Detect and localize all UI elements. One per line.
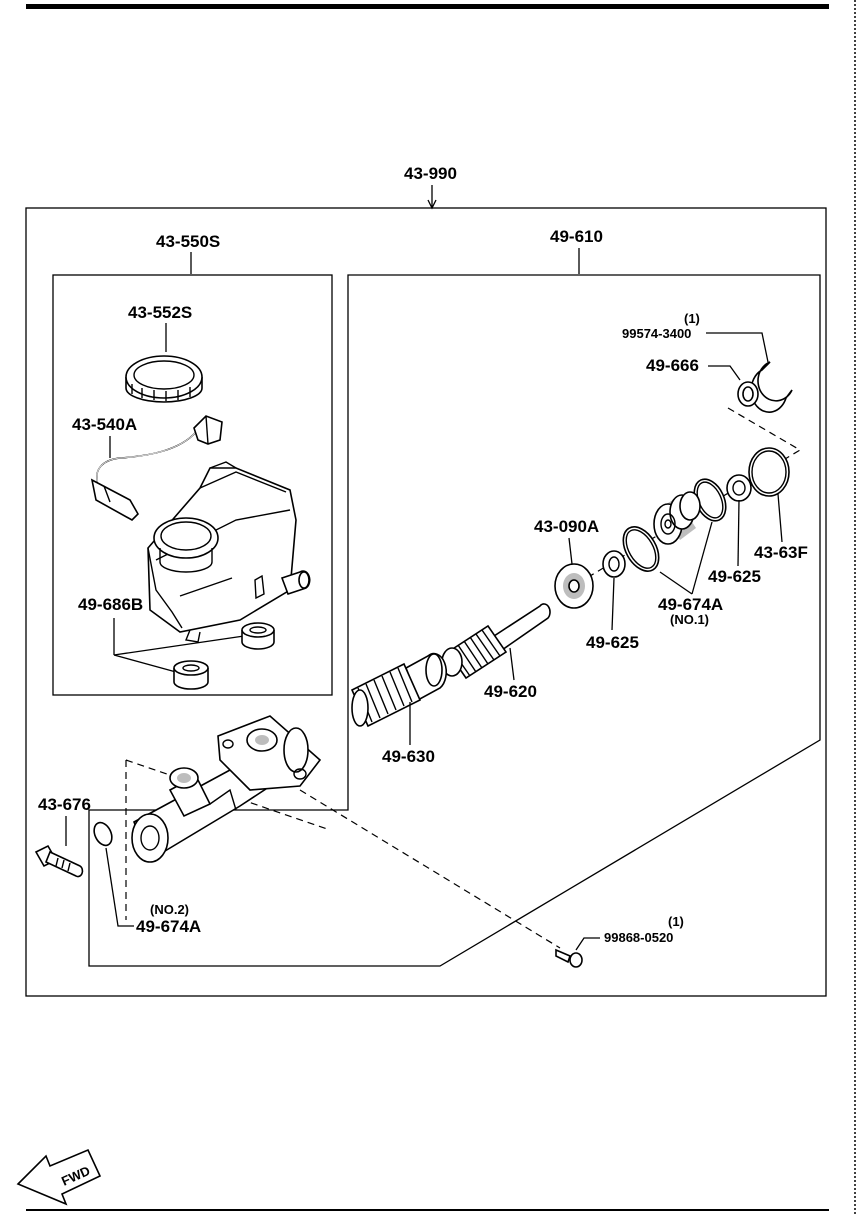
screw-label: 99868-0520 — [604, 930, 673, 945]
large-o-ring-leader — [777, 493, 783, 543]
seal-leader-b — [691, 521, 713, 595]
large-o-ring — [748, 447, 790, 497]
washer-leader — [708, 365, 741, 381]
seal-lower — [622, 526, 660, 572]
grommet-lower — [173, 660, 209, 690]
cup-left-leader — [611, 577, 615, 631]
bolt — [34, 844, 84, 878]
grommet-upper — [241, 622, 275, 650]
washer — [737, 381, 759, 407]
reservoir-frame — [52, 274, 333, 696]
lower-seal-note: (NO.2) — [150, 902, 189, 917]
cup-left — [602, 550, 626, 578]
lower-seal-label: 49-674A — [136, 917, 201, 936]
top-rule — [26, 4, 829, 9]
secondary-cup-stack — [653, 491, 701, 545]
grommet-leader-a — [113, 635, 245, 656]
screw-qty: (1) — [668, 914, 684, 929]
snap-ring-leader — [706, 332, 769, 363]
reservoir-assembly-label: 43-550S — [156, 232, 220, 251]
cup-right-label: 49-625 — [708, 567, 761, 586]
snap-ring — [750, 361, 793, 413]
primary-piston-leader — [509, 647, 515, 681]
piston-kit-frame — [88, 274, 821, 967]
stop-label: 43-090A — [534, 517, 599, 536]
assembly-label: 43-990 — [404, 164, 457, 183]
grommet-label: 49-686B — [78, 595, 143, 614]
secondary-piston — [350, 652, 448, 728]
piston-stop — [554, 563, 594, 609]
cup-right — [726, 474, 752, 502]
cup-left-label: 49-625 — [586, 633, 639, 652]
primary-piston-label: 49-620 — [484, 682, 537, 701]
reservoir-cap — [125, 355, 203, 403]
bottom-rule — [26, 1209, 829, 1211]
grommet-leader-b — [113, 654, 177, 673]
screw-leader — [575, 937, 600, 951]
fluid-level-sensor — [90, 415, 223, 521]
secondary-piston-label: 49-630 — [382, 747, 435, 766]
cap-label: 43-552S — [128, 303, 192, 322]
seal-label: 49-674A — [658, 595, 723, 614]
washer-label: 49-666 — [646, 356, 699, 375]
assembly-frame — [25, 207, 827, 997]
cylinder-body — [131, 715, 322, 863]
seal-note: (NO.1) — [670, 612, 709, 627]
snap-ring-label: 99574-3400 — [622, 326, 691, 341]
axis-dash-screw — [299, 789, 561, 949]
sensor-label: 43-540A — [72, 415, 137, 434]
cup-right-leader — [737, 499, 740, 567]
fwd-arrow: FWD — [16, 1148, 102, 1206]
seal-lower-no2 — [93, 821, 113, 847]
stop-leader — [568, 537, 573, 565]
primary-piston — [441, 603, 551, 680]
bolt-label: 43-676 — [38, 795, 91, 814]
piston-kit-label: 49-610 — [550, 227, 603, 246]
seal-leader-a — [659, 571, 693, 595]
lower-seal-leader — [105, 847, 134, 927]
reservoir-tank — [147, 461, 311, 643]
screw — [555, 948, 583, 968]
snap-ring-qty: (1) — [684, 311, 700, 326]
large-o-ring-label: 43-63F — [754, 543, 808, 562]
